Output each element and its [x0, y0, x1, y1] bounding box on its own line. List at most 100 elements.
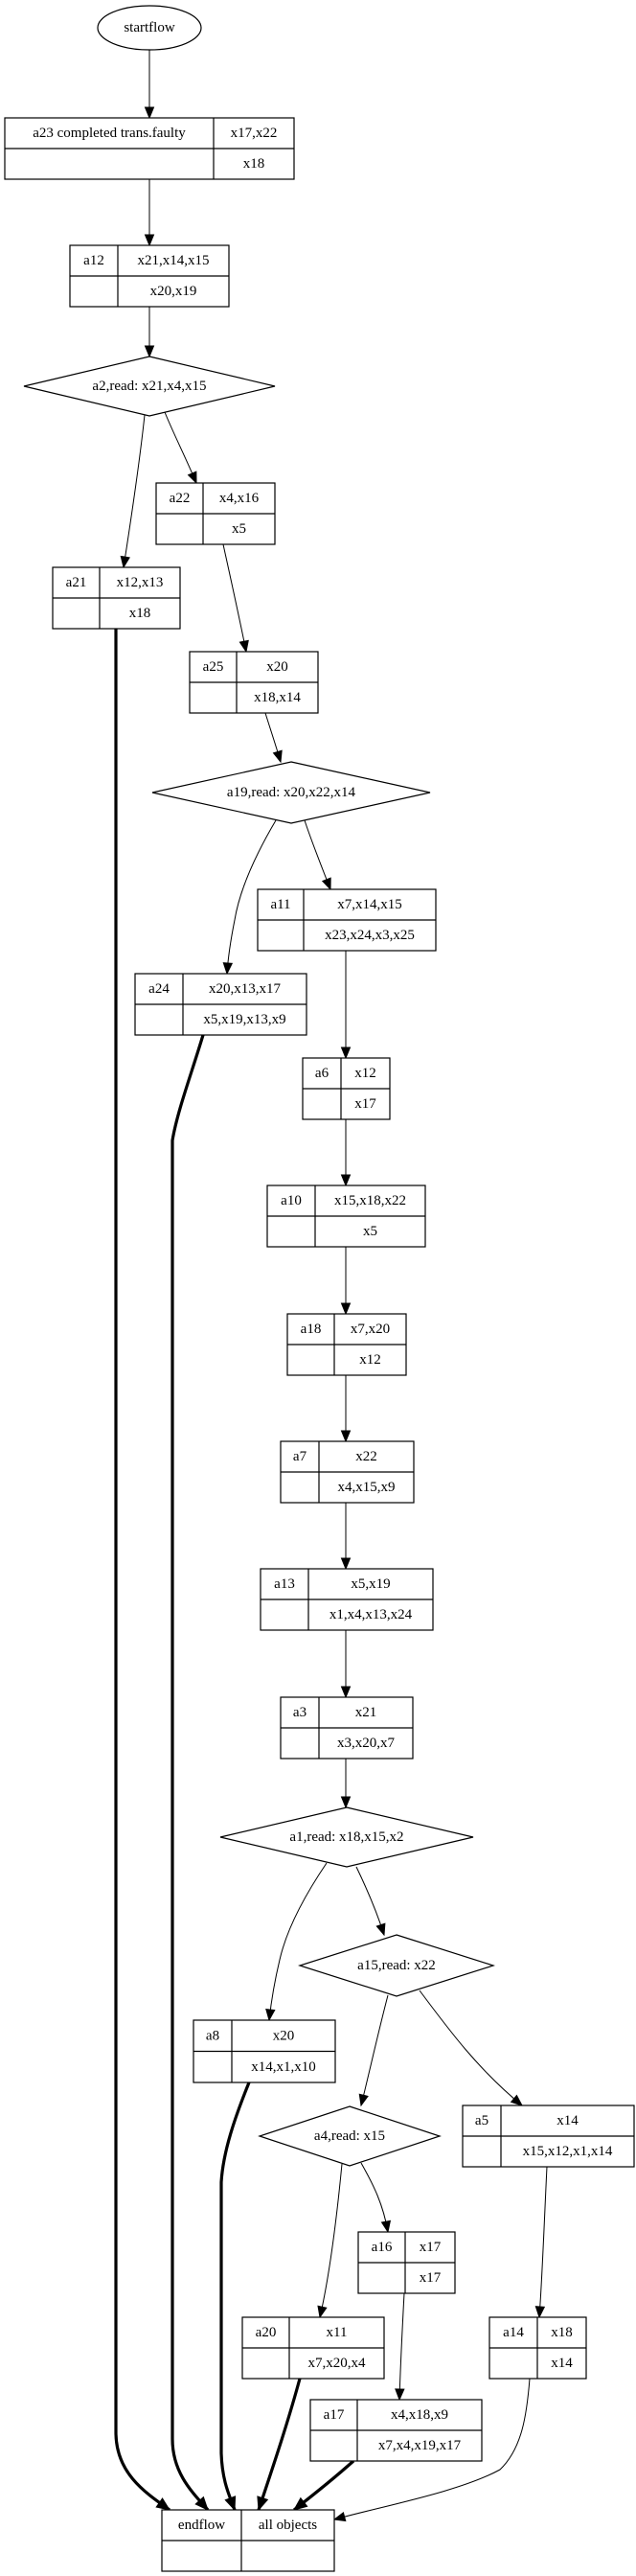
edge-a3-to-a1 — [340, 1759, 352, 1809]
node-label: a10 — [281, 1193, 302, 1208]
edge-a19-to-a11 — [304, 819, 331, 891]
edge-line — [226, 819, 277, 975]
node-inputs: x5,x19 — [351, 1576, 390, 1592]
edge-a18-to-a7 — [340, 1375, 352, 1443]
decision-diamond — [219, 1806, 474, 1868]
node-inputs: x7,x14,x15 — [337, 897, 402, 912]
node-label: a17 — [324, 2407, 345, 2423]
activity-node-a17[interactable]: a17 x4,x18,x9 x7,x4,x19,x17 — [309, 2399, 483, 2462]
node-inputs: x7,x20 — [351, 1322, 390, 1337]
node-inputs: x4,x18,x9 — [391, 2407, 448, 2423]
decision-node-a1[interactable]: a1,read: x18,x15,x2 — [219, 1806, 474, 1868]
node-label: a24 — [148, 981, 170, 997]
node-label: a7 — [293, 1449, 307, 1464]
edge-a12-to-a2 — [144, 307, 155, 358]
node-inputs: x11 — [327, 2325, 348, 2340]
arrowhead-icon — [144, 234, 155, 247]
decision-node-a2[interactable]: a2,read: x21,x4,x15 — [23, 356, 276, 417]
start-node[interactable]: startflow — [97, 5, 202, 51]
arrowhead-icon — [321, 877, 331, 891]
arrowhead-icon — [238, 639, 249, 654]
edge-line — [114, 629, 170, 2512]
arrowhead-icon — [395, 2388, 405, 2402]
edge-line — [319, 2163, 343, 2318]
arrowhead-icon — [120, 555, 130, 569]
edges-layer — [114, 50, 548, 2522]
node-inputs: x20 — [273, 2028, 295, 2043]
node-outputs: x18,x14 — [254, 690, 301, 705]
activity-node-a8[interactable]: a8 x20 x14,x1,x10 — [193, 2019, 336, 2083]
node-label: a22 — [170, 491, 191, 506]
node-inputs: all objects — [259, 2518, 317, 2533]
node-outputs: x18 — [129, 606, 151, 621]
edge-a20-to-endflow — [257, 2378, 302, 2512]
node-label: a8 — [206, 2028, 219, 2043]
decision-label: a19,read: x20,x22,x14 — [227, 785, 356, 800]
node-outputs: x14 — [551, 2356, 573, 2371]
arrowhead-icon — [340, 1430, 352, 1443]
node-label: a16 — [372, 2240, 393, 2255]
node-outputs: x3,x20,x7 — [337, 1736, 396, 1751]
decision-node-a15[interactable]: a15,read: x22 — [298, 1934, 495, 1997]
arrowhead-icon — [340, 1046, 352, 1060]
arrowhead-icon — [187, 471, 197, 485]
node-outputs: x5 — [232, 521, 246, 537]
node-label: a14 — [503, 2325, 524, 2340]
node-label: a25 — [203, 659, 224, 675]
node-outputs: x5 — [363, 1224, 377, 1239]
arrowhead-icon — [222, 962, 234, 976]
decision-node-a4[interactable]: a4,read: x15 — [258, 2105, 442, 2167]
edge-a8-to-endflow — [219, 2082, 251, 2512]
edge-line — [222, 543, 247, 653]
node-inputs: x17,x22 — [231, 126, 278, 141]
arrowhead-icon — [380, 2220, 392, 2234]
node-label: a13 — [274, 1576, 295, 1592]
node-inputs: x4,x16 — [219, 491, 260, 506]
decision-diamond — [151, 761, 431, 824]
arrowhead-icon — [144, 106, 155, 120]
edge-a2-to-a22 — [164, 411, 197, 485]
node-outputs: x7,x4,x19,x17 — [378, 2438, 462, 2453]
node-inputs: x21,x14,x15 — [138, 253, 210, 268]
arrowhead-icon — [340, 1796, 352, 1809]
activity-node-a13[interactable]: a13 x5,x19 x1,x4,x13,x24 — [260, 1568, 434, 1631]
edge-line — [419, 1990, 523, 2106]
arrowhead-icon — [224, 2496, 237, 2512]
arrowhead-icon — [292, 2496, 308, 2511]
node-outputs: x18 — [243, 156, 265, 172]
node-outputs: x1,x4,x13,x24 — [329, 1607, 413, 1622]
node-inputs: x17 — [420, 2240, 442, 2255]
node-label: a6 — [315, 1066, 329, 1081]
decision-label: a1,read: x18,x15,x2 — [289, 1829, 403, 1845]
edge-a11-to-a6 — [340, 951, 352, 1060]
activity-node-a22[interactable]: a22 x4,x16 x5 — [155, 482, 276, 545]
decision-node-a19[interactable]: a19,read: x20,x22,x14 — [151, 761, 431, 824]
node-outputs: x14,x1,x10 — [251, 2059, 316, 2075]
arrowhead-icon — [534, 2306, 546, 2319]
edge-a17-to-endflow — [292, 2459, 355, 2512]
arrowhead-icon — [510, 2094, 524, 2106]
node-outputs: x17 — [420, 2270, 442, 2286]
arrowhead-icon — [340, 1557, 352, 1571]
edge-line — [304, 819, 331, 890]
node-outputs: x7,x20,x4 — [308, 2356, 367, 2371]
activity-node-a16[interactable]: a16 x17 x17 — [357, 2231, 456, 2294]
edge-line — [268, 1862, 328, 2021]
activity-node-a10[interactable]: a10 x15,x18,x22 x5 — [266, 1184, 426, 1248]
node-inputs: x15,x18,x22 — [334, 1193, 406, 1208]
edge-a2-to-a21 — [120, 414, 146, 569]
